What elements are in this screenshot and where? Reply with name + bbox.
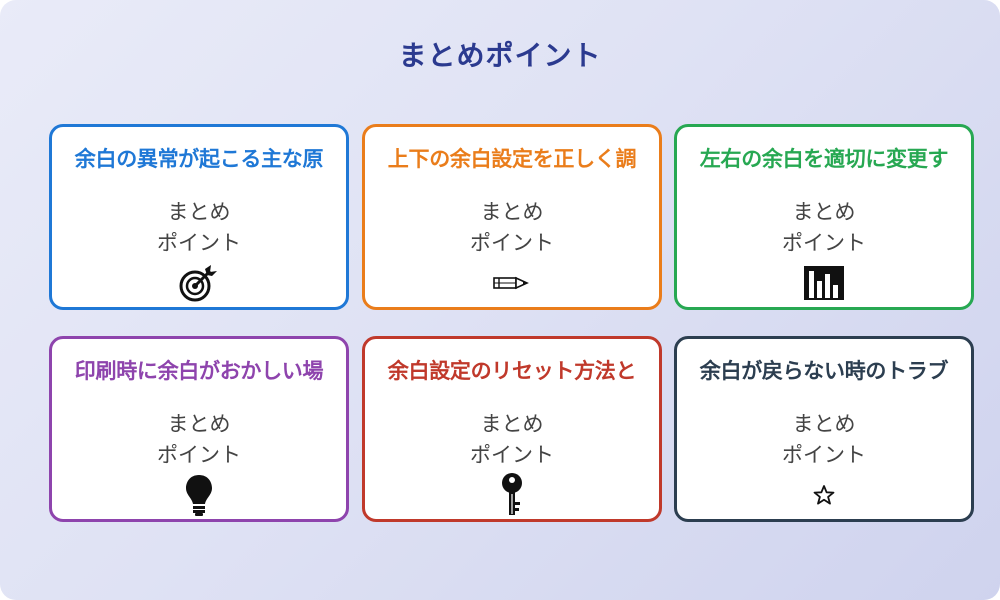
card-title: 上下の余白設定を正しく調 bbox=[387, 147, 637, 171]
card-subtitle-line1: まとめ bbox=[480, 412, 544, 436]
card-subtitle: まとめ ポイント bbox=[52, 409, 346, 471]
card-subtitle-line2: ポイント bbox=[470, 231, 554, 255]
key-icon bbox=[488, 473, 536, 517]
pencil-icon bbox=[488, 261, 536, 305]
summary-card-5: 余白設定のリセット方法と まとめ ポイント bbox=[362, 336, 662, 522]
card-title: 余白が戻らない時のトラブ bbox=[699, 359, 949, 383]
card-subtitle-line2: ポイント bbox=[470, 443, 554, 467]
summary-card-1: 余白の異常が起こる主な原 まとめ ポイント bbox=[49, 124, 349, 310]
card-subtitle-line2: ポイント bbox=[782, 443, 866, 467]
card-subtitle: まとめ ポイント bbox=[677, 409, 971, 471]
card-title: 左右の余白を適切に変更す bbox=[699, 147, 949, 171]
card-subtitle: まとめ ポイント bbox=[365, 197, 659, 259]
card-subtitle-line1: まとめ bbox=[480, 200, 544, 224]
card-subtitle-line1: まとめ bbox=[167, 200, 231, 224]
star-icon bbox=[800, 473, 848, 517]
card-subtitle-line2: ポイント bbox=[782, 231, 866, 255]
page-title: まとめポイント bbox=[398, 39, 602, 72]
card-subtitle-line2: ポイント bbox=[157, 443, 241, 467]
summary-card-4: 印刷時に余白がおかしい場 まとめ ポイント bbox=[49, 336, 349, 522]
card-title: 印刷時に余白がおかしい場 bbox=[74, 359, 324, 383]
card-subtitle: まとめ ポイント bbox=[677, 197, 971, 259]
target-icon bbox=[175, 261, 223, 305]
card-subtitle-line1: まとめ bbox=[792, 200, 856, 224]
summary-card-2: 上下の余白設定を正しく調 まとめ ポイント bbox=[362, 124, 662, 310]
card-subtitle-line1: まとめ bbox=[167, 412, 231, 436]
card-title: 余白設定のリセット方法と bbox=[387, 359, 637, 383]
card-subtitle: まとめ ポイント bbox=[52, 197, 346, 259]
summary-card-3: 左右の余白を適切に変更す まとめ ポイント bbox=[674, 124, 974, 310]
lightbulb-icon bbox=[175, 473, 223, 517]
card-title: 余白の異常が起こる主な原 bbox=[74, 147, 324, 171]
summary-card-6: 余白が戻らない時のトラブ まとめ ポイント bbox=[674, 336, 974, 522]
bar-chart-icon bbox=[800, 261, 848, 305]
card-subtitle-line2: ポイント bbox=[157, 231, 241, 255]
card-subtitle: まとめ ポイント bbox=[365, 409, 659, 471]
card-subtitle-line1: まとめ bbox=[792, 412, 856, 436]
